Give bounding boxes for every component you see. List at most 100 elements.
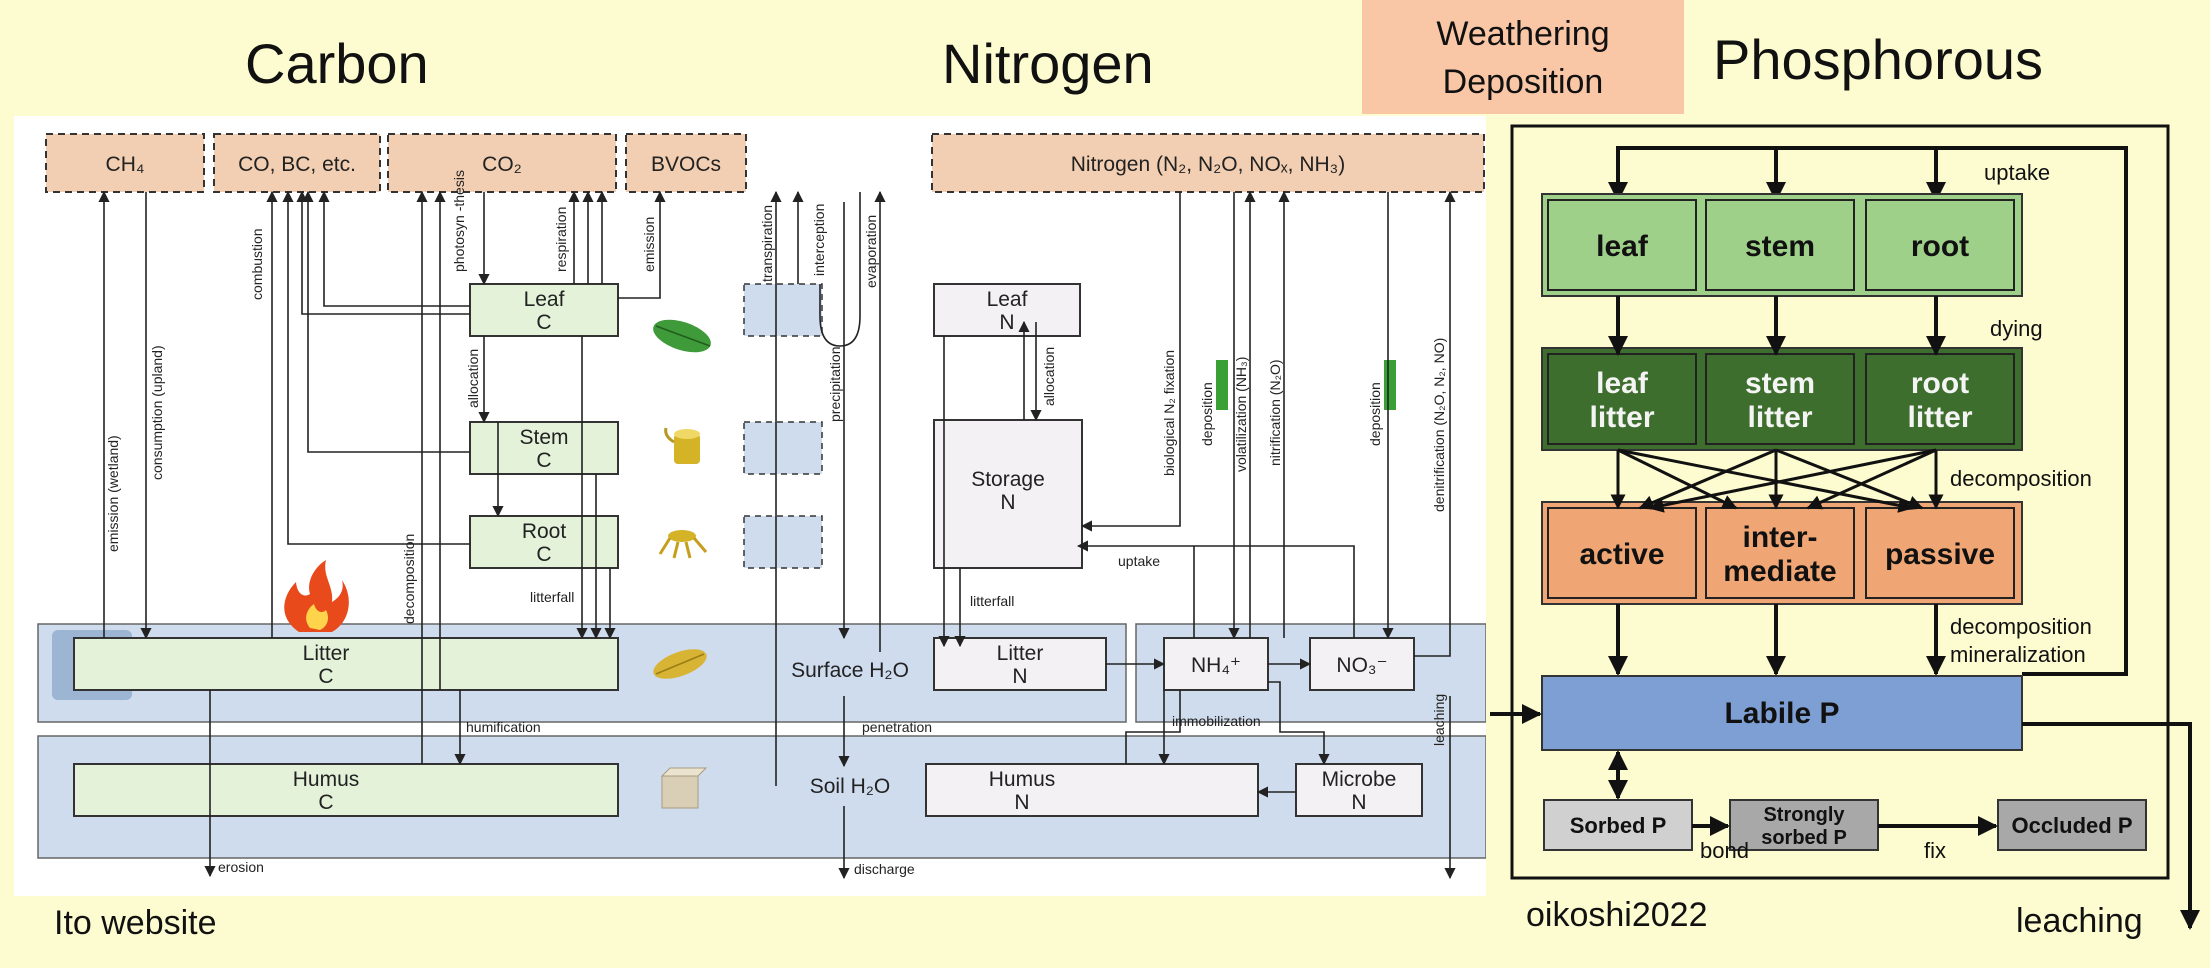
humus-c-pool: Humus C <box>73 763 619 817</box>
humification-label: humification <box>466 719 541 735</box>
carbon-nitrogen-model-panel: CH₄ CO, BC, etc. CO₂ BVOCs Nitrogen (N₂,… <box>14 116 1487 896</box>
no3-deposition-bar <box>1384 360 1396 410</box>
humus-n-name: Humus <box>989 768 1056 791</box>
leaf-c-pool: Leaf C <box>469 283 619 337</box>
litter-c-name: Litter <box>303 642 350 665</box>
stem-c-name: Stem <box>519 426 568 449</box>
co-bc-box: CO, BC, etc. <box>213 133 381 193</box>
litterfall-label: litterfall <box>530 589 574 605</box>
root-c-name: Root <box>522 520 567 543</box>
weathering-text: Weathering <box>1436 15 1610 53</box>
carbon-title: Carbon <box>245 32 429 95</box>
storage-n-element: N <box>1000 491 1015 514</box>
leaf-n-pool: Leaf N <box>933 283 1081 337</box>
litter-label-2-0: root <box>1911 367 1969 400</box>
penetration-label: penetration <box>862 719 932 735</box>
nitrogen-flow-arrows <box>938 190 1456 880</box>
bvoc-label: BVOCs <box>651 153 721 176</box>
litter-pool-0 <box>1547 353 1697 445</box>
water-flow-arrows <box>770 190 886 880</box>
humus-c-name: Humus <box>293 768 360 791</box>
nh4-deposition-bar <box>1216 360 1228 410</box>
storage-n-name: Storage <box>971 468 1045 491</box>
volatilization-label: volatilization (NH₃) <box>1233 357 1249 472</box>
occluded-p-pool <box>1997 799 2147 851</box>
nitrification-label: nitrification (N₂O) <box>1267 359 1283 466</box>
deposition-text: Deposition <box>1442 63 1604 101</box>
root-icon <box>658 530 708 559</box>
live-pool-1 <box>1705 199 1855 291</box>
occluded-p-label: Occluded P <box>2011 813 2132 838</box>
live-pool-2 <box>1865 199 2015 291</box>
bvoc-box: BVOCs <box>625 133 747 193</box>
no3-label: NO₃⁻ <box>1336 654 1387 677</box>
litter-pool-2 <box>1865 353 2015 445</box>
microbe-n-pool: Microbe N <box>1295 763 1423 817</box>
litter-n-element: N <box>1012 665 1027 688</box>
uptake-label: uptake <box>1984 160 2050 185</box>
fallen-leaf-icon <box>653 649 707 679</box>
strongly-sorbed-label-2: sorbed P <box>1761 827 1847 849</box>
soil-label-0-0: active <box>1579 538 1664 571</box>
litter-c-element: C <box>318 665 333 688</box>
ch4-label: CH₄ <box>106 153 145 176</box>
discharge-label: discharge <box>854 861 915 877</box>
microbe-n-name: Microbe <box>1322 768 1397 791</box>
carbon-flow-labels: emission (wetland) consumption (upland) … <box>105 170 657 875</box>
leaching-arrow <box>2022 722 2200 930</box>
litter-label-1-1: litter <box>1747 401 1812 434</box>
decomposition-label-p: decomposition <box>1950 466 2092 491</box>
water-flow-labels: transpiration interception evaporation p… <box>759 204 932 877</box>
decomposition-label-p2: decomposition <box>1950 614 2092 639</box>
decomposition-arrows <box>1610 448 1944 513</box>
co2-box: CO₂ <box>387 133 617 193</box>
uptake-arrows <box>1608 146 2128 676</box>
mineralization-arrows <box>1608 604 1946 676</box>
nh4-pool: NH₄⁺ <box>1163 637 1269 691</box>
canopy-water-box <box>743 283 823 337</box>
transpiration-label: transpiration <box>759 205 775 282</box>
litter-n-name: Litter <box>997 642 1044 665</box>
co-bc-label: CO, BC, etc. <box>238 153 356 176</box>
emission-wetland-label: emission (wetland) <box>105 435 121 552</box>
soil-label-1-1: mediate <box>1723 555 1836 588</box>
oikoshi-caption: oikoshi2022 <box>1526 896 1708 934</box>
co2-label: CO₂ <box>482 153 522 176</box>
evaporation-label: evaporation <box>863 215 879 288</box>
stem-c-element: C <box>536 449 551 472</box>
sorbed-p-pool <box>1543 799 1693 851</box>
n-uptake-label: uptake <box>1118 553 1160 569</box>
stem-c-pool: Stem C <box>469 421 619 475</box>
stem-water-box <box>743 421 823 475</box>
carbon-nitrogen-diagram: CH₄ CO, BC, etc. CO₂ BVOCs Nitrogen (N₂,… <box>37 133 1487 880</box>
stem-stump-icon <box>664 427 700 464</box>
surface-water-label: Surface H₂O <box>791 659 909 682</box>
litter-label-1-0: stem <box>1745 367 1815 400</box>
immobilization-label: immobilization <box>1172 713 1261 729</box>
dying-label: dying <box>1990 316 2043 341</box>
leaching-caption: leaching <box>2016 902 2143 940</box>
leaf-c-element: C <box>536 311 551 334</box>
soil-water-label: Soil H₂O <box>810 775 891 798</box>
nitrogen-flow-labels: allocation litterfall uptake biological … <box>970 338 1447 746</box>
biological-fixation-label: biological N₂ fixation <box>1161 350 1177 476</box>
root-water-box <box>743 515 823 569</box>
litter-c-pool: Litter C <box>73 637 619 691</box>
litter-pool-1 <box>1705 353 1855 445</box>
live-label-2-0: root <box>1911 230 1969 263</box>
dying-arrows <box>1608 296 1946 356</box>
denitrification-label: denitrification (N₂O, N₂, NO) <box>1431 338 1447 512</box>
nitrogen-gas-box: Nitrogen (N₂, N₂O, NOₓ, NH₃) <box>931 133 1485 193</box>
nitrogen-gas-label: Nitrogen (N₂, N₂O, NOₓ, NH₃) <box>1071 153 1345 176</box>
root-c-element: C <box>536 543 551 566</box>
weathering-deposition-label: Weathering Deposition <box>1362 0 1684 114</box>
soil-block-icon <box>660 767 708 809</box>
labile-p-label: Labile P <box>1724 697 1839 730</box>
mineralization-label: mineralization <box>1950 642 2086 667</box>
leaf-n-name: Leaf <box>987 288 1028 311</box>
leaf-icon <box>653 319 711 353</box>
nh4-label: NH₄⁺ <box>1191 654 1241 677</box>
